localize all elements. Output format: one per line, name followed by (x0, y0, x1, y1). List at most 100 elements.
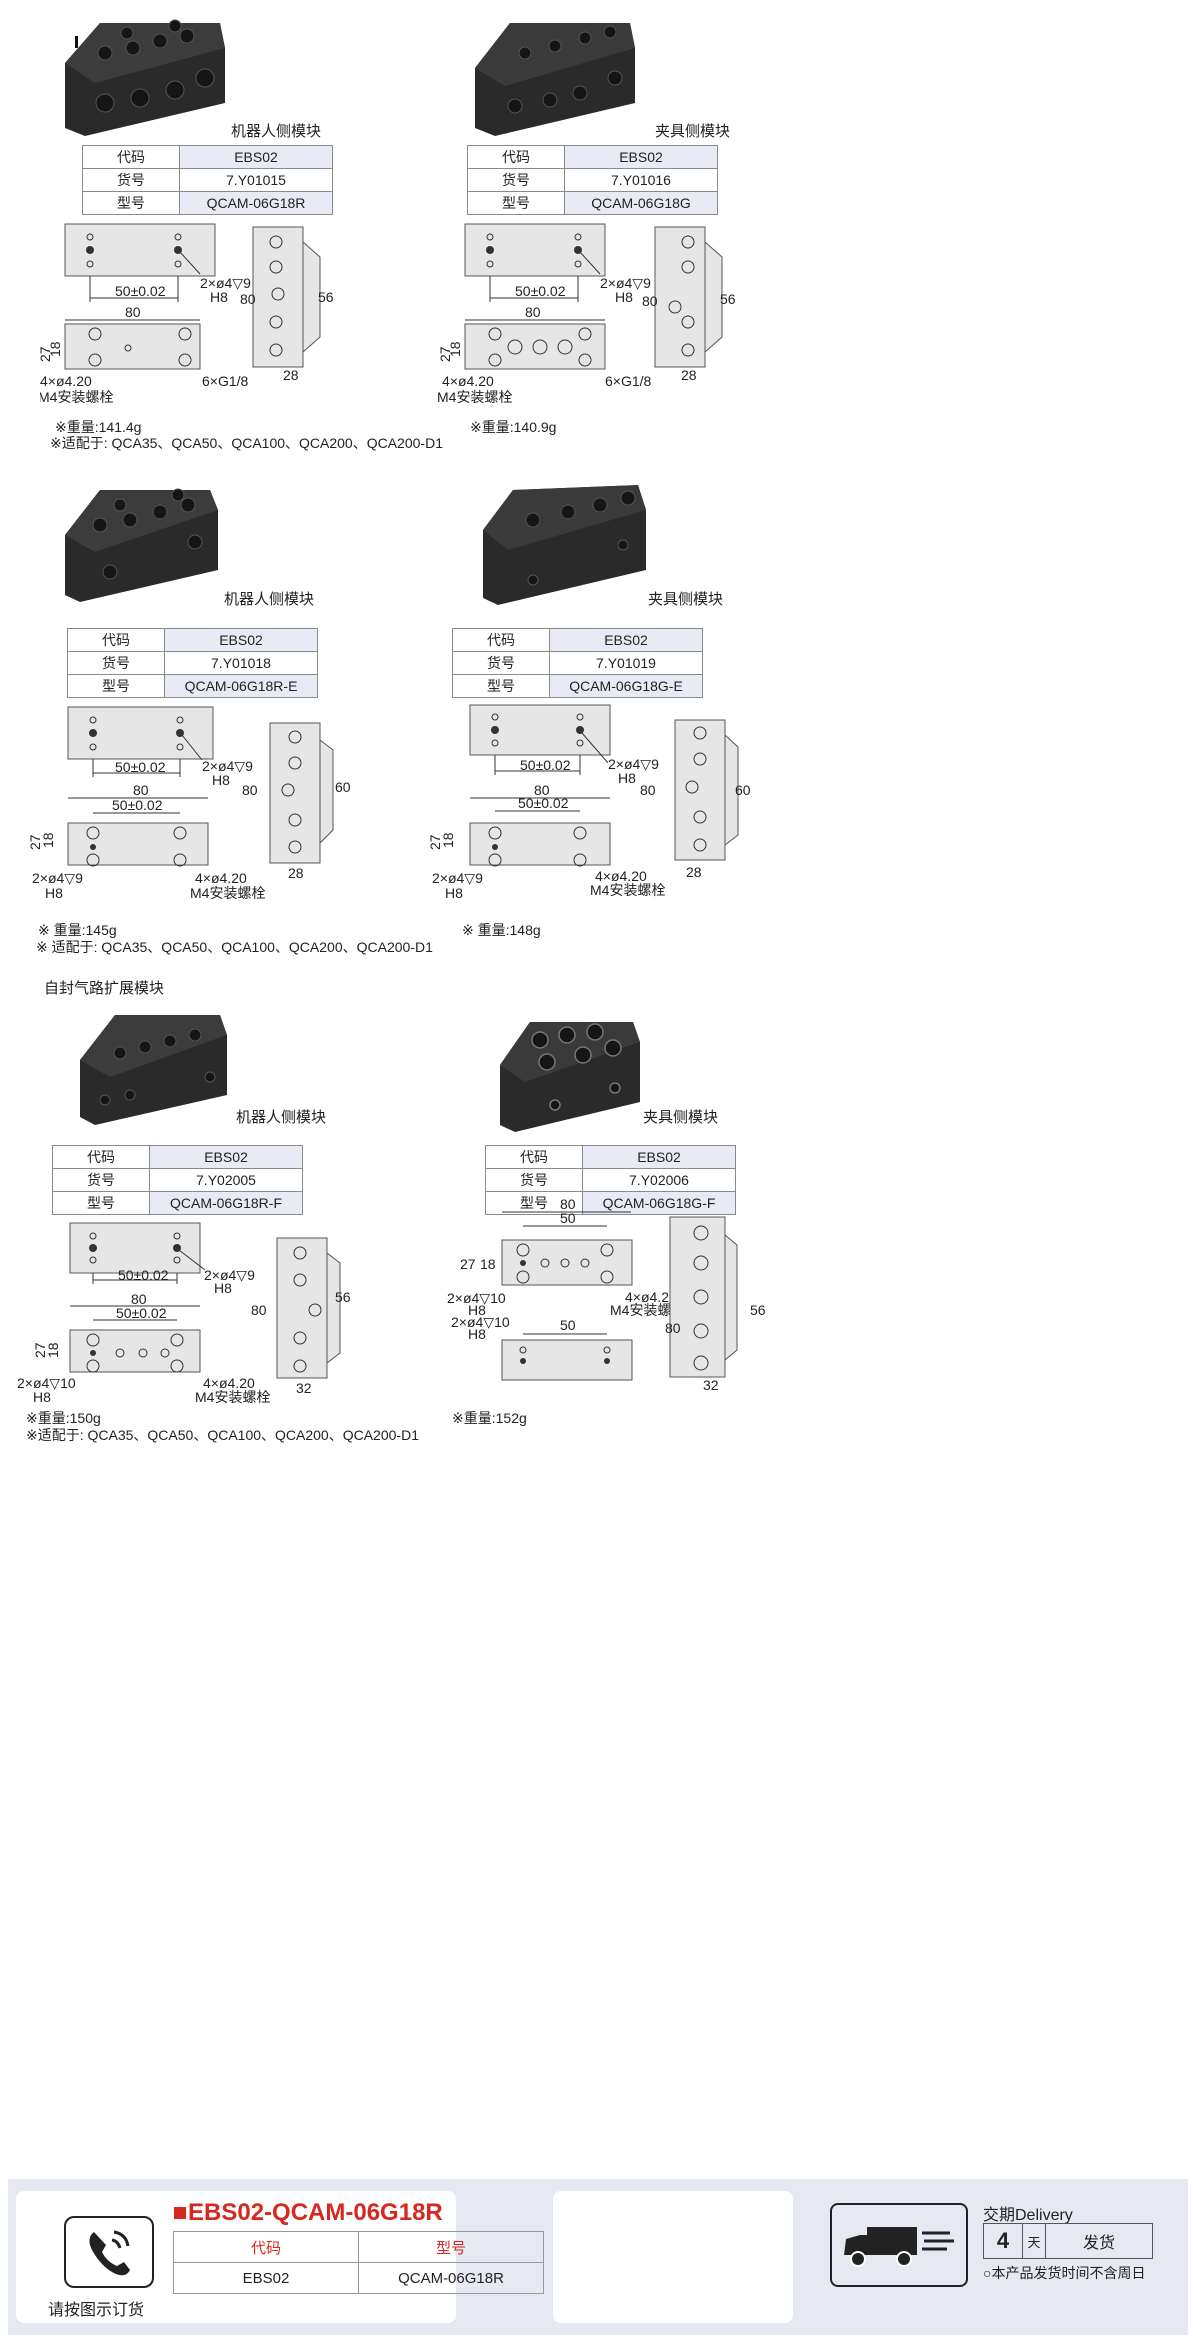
dim-bolt: 4×ø4.20 (203, 1375, 255, 1391)
col-code: 代码 (173, 2231, 359, 2263)
dim-80: 80 (131, 1291, 147, 1307)
dim-50-tol: 50±0.02 (520, 757, 571, 773)
product-photo-gripper-side (500, 1022, 640, 1132)
label-code: 代码 (452, 628, 550, 652)
dim-80: 80 (133, 782, 149, 798)
dim-50-tol: 50±0.02 (112, 797, 163, 813)
weight-note: ※重量:141.4g (55, 419, 142, 435)
label-model: 型号 (52, 1191, 150, 1215)
dim-27: 27 (430, 834, 443, 850)
delivery-days-unit: 天 (1022, 2223, 1046, 2259)
dim-50-tol: 50±0.02 (118, 1267, 169, 1283)
col-model: 型号 (358, 2231, 544, 2263)
dim-pin: 2×ø4▽9 (432, 870, 483, 886)
dim-80-side: 80 (251, 1302, 267, 1318)
dim-50-tol: 50±0.02 (518, 795, 569, 811)
value-code: EBS02 (179, 145, 333, 169)
label-code: 代码 (467, 145, 565, 169)
dim-18: 18 (40, 832, 56, 848)
dim-18: 18 (480, 1256, 496, 1272)
fit-note: ※ 适配于: QCA35、QCA50、QCA100、QCA200、QCA200-… (36, 939, 433, 955)
dim-32: 32 (296, 1380, 312, 1396)
label-item-no: 货号 (52, 1168, 150, 1192)
label-code: 代码 (82, 145, 180, 169)
delivery-label: 交期Delivery (983, 2207, 1073, 2224)
dim-h8: H8 (618, 770, 636, 786)
value-item-no: 7.Y01019 (549, 651, 703, 675)
dim-pin: 2×ø4▽9 (32, 870, 83, 886)
label-model: 型号 (452, 674, 550, 698)
dim-ports: 6×G1/8 (202, 373, 249, 389)
dim-pin: 2×ø4▽9 (202, 758, 253, 774)
value-model: QCAM-06G18R (179, 191, 333, 215)
dim-h8: H8 (445, 885, 463, 901)
label-item-no: 货号 (67, 651, 165, 675)
product-photo-gripper-side (483, 485, 646, 605)
block-caption: 机器人侧模块 (231, 123, 322, 140)
dim-50-tol: 50±0.02 (116, 1305, 167, 1321)
label-model: 型号 (67, 674, 165, 698)
value-item-no: 7.Y02006 (582, 1168, 736, 1192)
dim-56: 56 (335, 1289, 351, 1305)
val-code: EBS02 (173, 2262, 359, 2294)
technical-drawing: 50±0.02 2×ø4▽9 H8 80 50±0.02 27 18 2×ø4▽… (430, 704, 751, 901)
block-caption: 机器人侧模块 (224, 591, 315, 608)
technical-drawing: 50±0.02 2×ø4▽9 H8 80 27 18 4×ø4.20 M4安装螺… (437, 223, 736, 405)
dim-pin10: 2×ø4▽10 (447, 1290, 506, 1306)
dim-27: 27 (30, 834, 43, 850)
dim-pin: 2×ø4▽9 (200, 275, 251, 291)
val-model: QCAM-06G18R (358, 2262, 544, 2294)
value-model: QCAM-06G18R-F (149, 1191, 303, 1215)
weight-note: ※重量:140.9g (470, 419, 557, 435)
technical-drawing: 50±0.02 2×ø4▽9 H8 80 50±0.02 27 18 2×ø4▽… (17, 1222, 351, 1405)
block-caption: 夹具侧模块 (643, 1109, 719, 1126)
dim-50-tol: 50±0.02 (515, 283, 566, 299)
value-item-no: 7.Y01016 (564, 168, 718, 192)
phone-icon (64, 2216, 154, 2288)
section-title: 自封气路扩展模块 (44, 980, 165, 997)
dim-80: 80 (534, 782, 550, 798)
dim-bolt-name: M4安装螺栓 (437, 389, 512, 405)
dim-60: 60 (335, 779, 351, 795)
dim-h8: H8 (468, 1326, 486, 1342)
dim-bolt-name: M4安装螺栓 (590, 882, 665, 898)
label-model: 型号 (467, 191, 565, 215)
dim-80-side: 80 (665, 1320, 681, 1336)
dim-h8: H8 (468, 1302, 486, 1318)
dim-pin10: 2×ø4▽10 (17, 1375, 76, 1391)
dim-50: 50 (560, 1317, 576, 1333)
label-item-no: 货号 (467, 168, 565, 192)
fit-note: ※适配于: QCA35、QCA50、QCA100、QCA200、QCA200-D… (26, 1427, 419, 1443)
value-item-no: 7.Y01015 (179, 168, 333, 192)
dim-bolt: 4×ø4.20 (40, 373, 92, 389)
label-code: 代码 (485, 1145, 583, 1169)
dim-h8: H8 (214, 1280, 232, 1296)
dim-80-side: 80 (640, 782, 656, 798)
delivery-card (553, 2191, 793, 2323)
label-item-no: 货号 (82, 168, 180, 192)
product-photo-robot-side (80, 1015, 227, 1125)
technical-drawing: 50±0.02 2×ø4▽9 H8 80 50±0.02 27 18 2×ø4▽… (30, 706, 351, 901)
weight-note: ※重量:152g (452, 1410, 527, 1426)
dim-56: 56 (318, 289, 334, 305)
block-caption: 夹具侧模块 (648, 591, 724, 608)
dim-ports: 6×G1/8 (605, 373, 652, 389)
dim-18: 18 (47, 341, 63, 357)
delivery-table: 4 天 发货 (983, 2223, 1153, 2259)
value-item-no: 7.Y01018 (164, 651, 318, 675)
dim-h8: H8 (33, 1389, 51, 1405)
delivery-note: ○本产品发货时间不含周日 (983, 2265, 1146, 2281)
dim-27: 27 (437, 346, 453, 362)
dim-28: 28 (288, 865, 304, 881)
dim-bolt: 4×ø4.20 (625, 1289, 677, 1305)
dim-bolt-name: M4安装螺栓 (610, 1302, 685, 1318)
dim-h8: H8 (615, 289, 633, 305)
dim-80-side: 80 (642, 293, 658, 309)
